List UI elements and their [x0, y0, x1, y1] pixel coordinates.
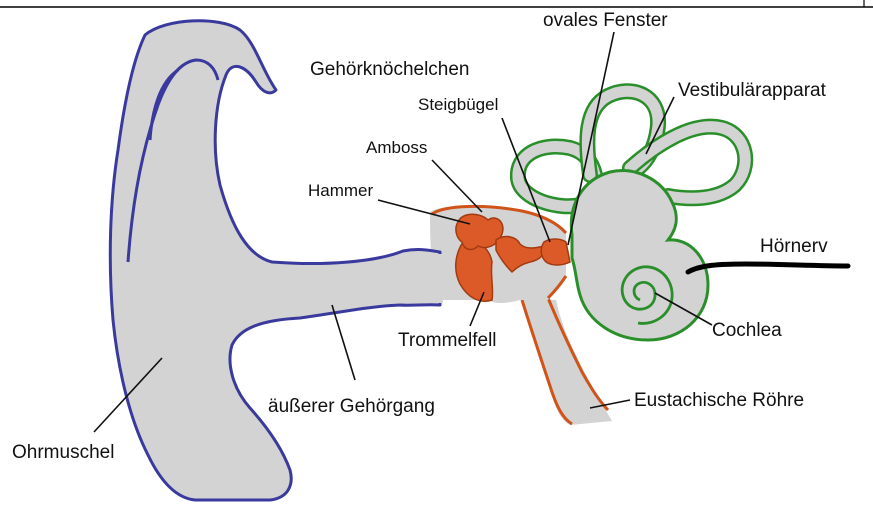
label-aeusserer-gehoergang: äußerer Gehörgang — [268, 396, 435, 417]
label-ohrmuschel: Ohrmuschel — [12, 442, 114, 463]
label-steigbuegel: Steigbügel — [418, 95, 498, 114]
label-cochlea: Cochlea — [712, 320, 782, 341]
label-amboss: Amboss — [366, 138, 427, 157]
stirrup-bone — [541, 239, 570, 265]
label-eustachische-roehre: Eustachische Röhre — [634, 390, 804, 411]
auditory-nerve — [688, 264, 848, 272]
label-ovales-fenster: ovales Fenster — [543, 10, 668, 31]
label-vestibularapparat: Vestibulärapparat — [678, 80, 827, 101]
leader-amboss — [432, 160, 482, 212]
label-trommelfell: Trommelfell — [398, 330, 497, 351]
label-hoernerv: Hörnerv — [760, 236, 828, 257]
label-gehoerknoechelchen: Gehörknöchelchen — [310, 59, 470, 80]
canal-join-mask — [437, 254, 443, 303]
leader-gehoergang — [332, 305, 355, 380]
label-hammer: Hammer — [308, 181, 374, 200]
